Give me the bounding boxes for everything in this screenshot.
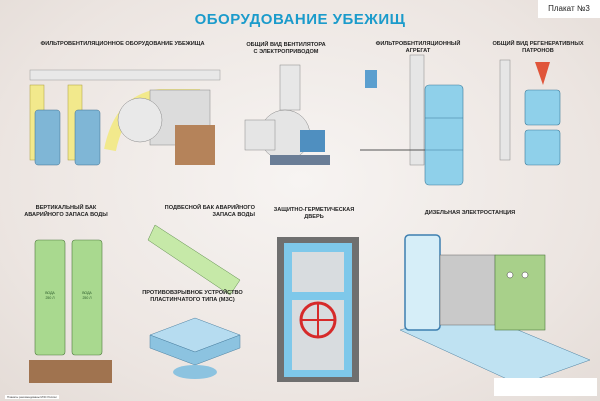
- hanging-tank-illustration: [147, 224, 241, 296]
- fan-illustration: [244, 64, 330, 165]
- label-blast-device: ПРОТИВОВЗРЫВНОЕ УСТРОЙСТВО ПЛАСТИНЧАТОГО…: [142, 290, 243, 303]
- publisher-info-box: [494, 378, 597, 396]
- label-filter-ventilation: ФИЛЬТРОВЕНТИЛЯЦИОННОЕ ОБОРУДОВАНИЕ УБЕЖИ…: [40, 41, 205, 47]
- blast-device-illustration: [149, 317, 241, 379]
- label-door: ЗАЩИТНО-ГЕРМЕТИЧЕСКАЯ ДВЕРЬ: [273, 207, 355, 220]
- tank-label-left: ВОДА 250 Л: [45, 291, 55, 300]
- label-cartridges: ОБЩИЙ ВИД РЕГЕНЕРАТИВНЫХ ПАТРОНОВ: [492, 41, 584, 54]
- poster-title: ОБОРУДОВАНИЕ УБЕЖИЩ: [194, 11, 406, 28]
- label-hanging-tank: ПОДВЕСНОЙ БАК АВАРИЙНОГО ЗАПАСА ВОДЫ: [164, 205, 255, 218]
- vertical-tanks-illustration: [29, 239, 112, 383]
- diesel-generator-illustration: [399, 234, 591, 386]
- label-filter-unit: ФИЛЬТРОВЕНТИЛЯЦИОННЫЙ АГРЕГАТ: [375, 41, 461, 54]
- cartridges-illustration: [499, 59, 561, 166]
- label-diesel: ДИЗЕЛЬНАЯ ЭЛЕКТРОСТАНЦИЯ: [424, 210, 516, 216]
- label-fan: ОБЩИЙ ВИД ВЕНТИЛЯТОРА С ЭЛЕКТРОПРИВОДОМ: [246, 42, 326, 55]
- filter-unit-illustration: [360, 54, 464, 186]
- protective-door-illustration: [277, 237, 359, 382]
- label-vertical-tank: ВЕРТИКАЛЬНЫЙ БАК АВАРИЙНОГО ЗАПАСА ВОДЫ: [24, 205, 108, 218]
- footer-recommendation: Плакаты рекомендованы МЧС России: [5, 395, 59, 399]
- filter-ventilation-illustration: [29, 69, 221, 166]
- tank-label-right: ВОДА 250 Л: [82, 291, 92, 300]
- poster-number: Плакат №3: [538, 0, 600, 18]
